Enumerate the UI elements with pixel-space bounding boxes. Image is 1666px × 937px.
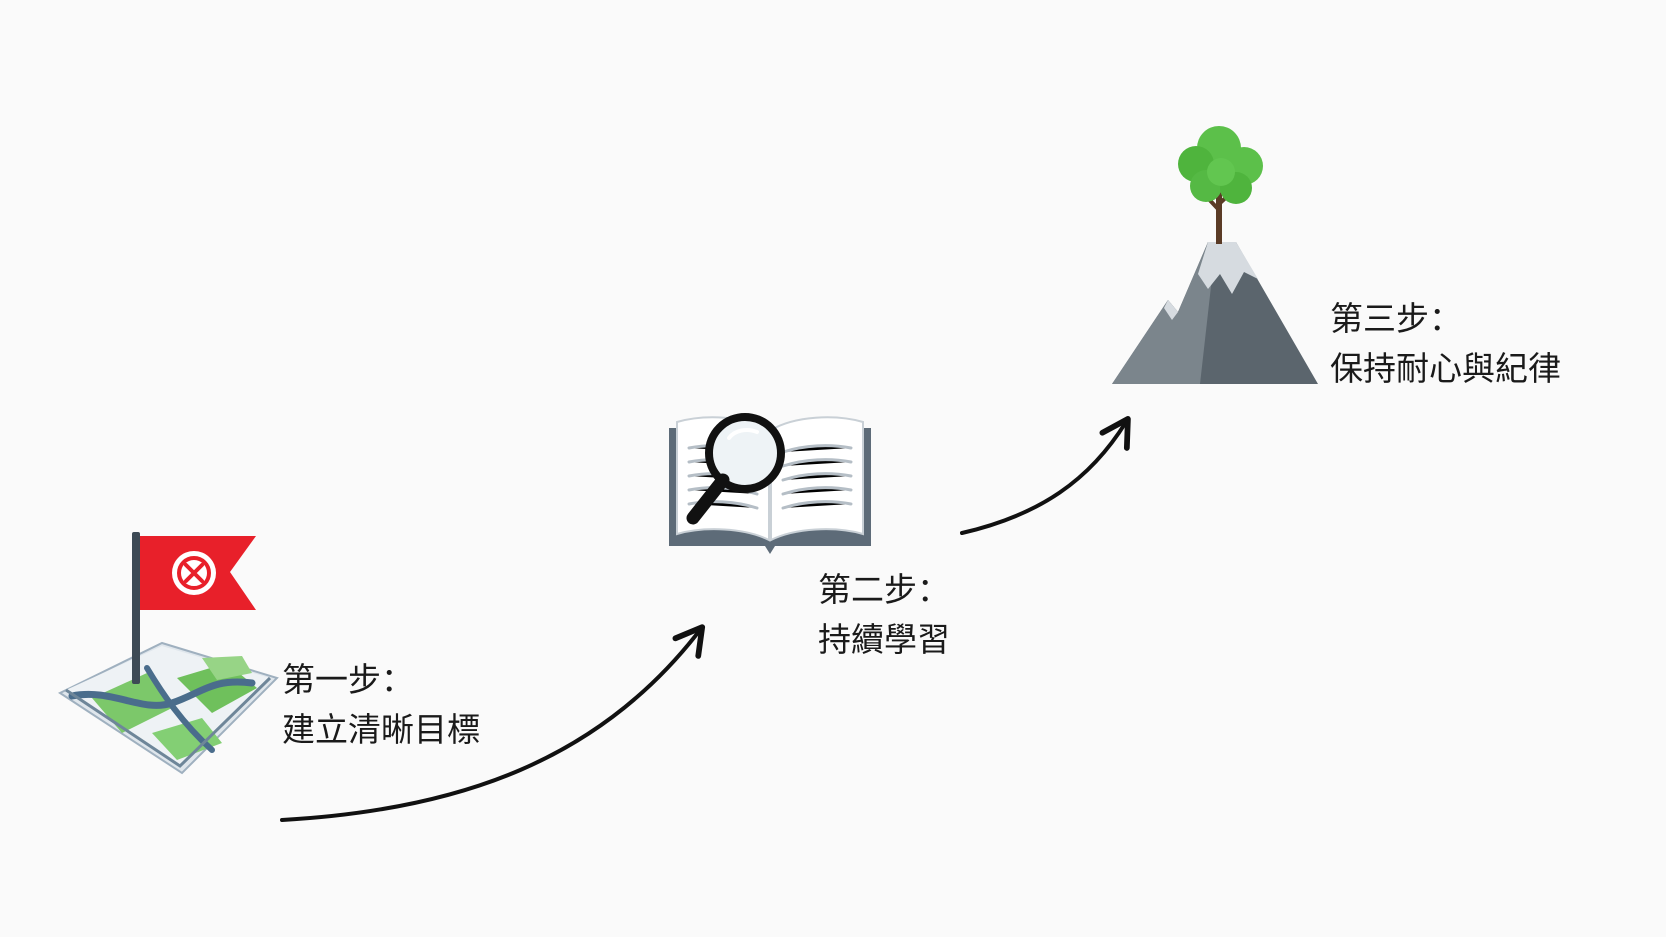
step-2-label: 第二步： 持續學習 xyxy=(818,565,950,665)
step-2-title: 第二步： xyxy=(818,570,950,609)
step-1-label: 第一步： 建立清晰目標 xyxy=(282,655,480,755)
arrow-step2-to-step3 xyxy=(960,416,1131,535)
book-magnifier-icon xyxy=(665,408,875,558)
step-2-desc: 持續學習 xyxy=(818,620,950,659)
step-3-title: 第三步： xyxy=(1330,299,1462,338)
step-3-label: 第三步： 保持耐心與紀律 xyxy=(1330,294,1561,394)
step-3-desc: 保持耐心與紀律 xyxy=(1330,349,1561,388)
flag-on-map-icon xyxy=(52,528,282,778)
arrow-step1-to-step2 xyxy=(280,624,706,822)
step-1-title: 第一步： xyxy=(282,660,414,699)
step-1-desc: 建立清晰目標 xyxy=(282,710,480,749)
mountain-tree-icon xyxy=(1112,124,1322,389)
